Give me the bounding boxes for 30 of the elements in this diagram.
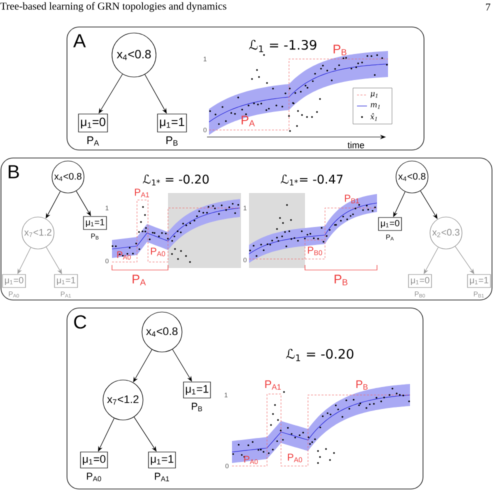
- region-label: P$_{A1}$: [134, 188, 150, 198]
- page-number: 7: [486, 4, 490, 10]
- region-label: P$_{A1}$: [154, 472, 170, 482]
- region-label: P$_{B}$: [192, 402, 202, 412]
- leaf-box: μ$_{1}$=1: [183, 382, 211, 398]
- leaf-box: μ$_{1}$=1: [54, 274, 78, 288]
- axis-label: time: [348, 142, 364, 148]
- loss-label: ℒ$_{1}$ = -0.20: [286, 348, 354, 362]
- region-label: P$_{B}$: [166, 136, 178, 146]
- leaf-box: μ$_{1}$=0: [78, 114, 108, 132]
- loss-label: ℒ$_{1*}$ = -0.20: [142, 174, 209, 186]
- region-label: P$_{A0}$: [86, 472, 102, 482]
- leaf-box: μ$_{1}$=0: [378, 217, 402, 231]
- leaf-box: μ$_{1}$=0: [2, 274, 26, 288]
- leaf-box: μ$_{1}$=1: [157, 114, 187, 132]
- leaf-box: μ$_{1}$=1: [467, 274, 491, 288]
- region-label: P$_{A}$: [132, 274, 146, 286]
- region-label: P$_{A0}$: [117, 251, 131, 260]
- loss-label: ℒ$_{1}$ = -1.39: [249, 40, 316, 52]
- region-label: P$_{A0}$: [150, 248, 166, 256]
- leaf-box: μ$_{1}$=0: [408, 274, 432, 288]
- running-header: Tree-based learning of GRN topologies and dynamics: [0, 2, 226, 12]
- region-label: P$_{B}$: [334, 274, 348, 286]
- loss-label: ℒ$_{1*}$= -0.47: [280, 174, 343, 186]
- region-label: P$_{A}$: [87, 136, 99, 146]
- leaf-box: μ$_{1}$=1: [148, 452, 176, 468]
- leaf-box: μ$_{1}$=1: [83, 216, 107, 230]
- region-label: P$_{B1}$: [344, 194, 360, 204]
- leaf-box: μ$_{1}$=0: [80, 452, 108, 468]
- region-label: P$_{B0}$: [308, 246, 322, 256]
